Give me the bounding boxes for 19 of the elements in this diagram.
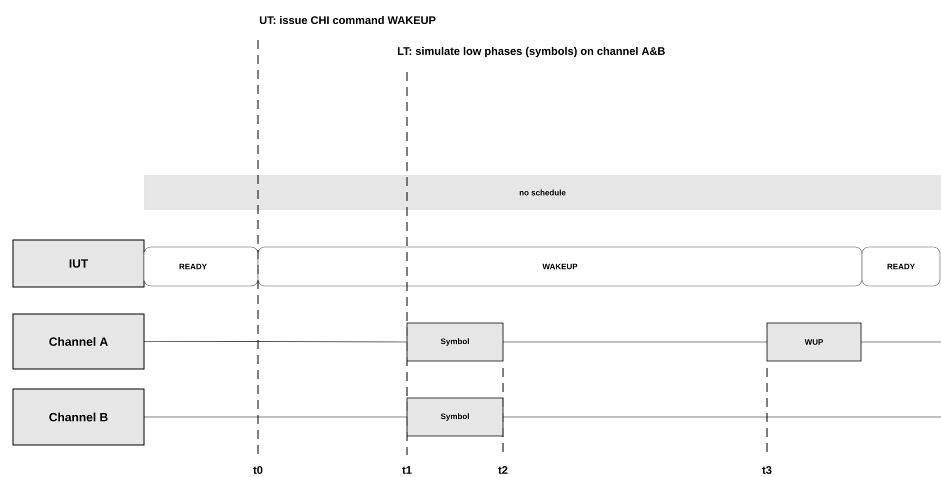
time-label: t2 <box>498 466 508 474</box>
signal-line <box>144 416 408 418</box>
signal-line <box>144 341 408 342</box>
state-band: READY <box>862 246 940 286</box>
pulse-box: WUP <box>766 322 862 362</box>
signal-name-box: Channel A <box>12 314 144 370</box>
state-band: READY <box>144 246 258 286</box>
time-label: t0 <box>253 466 262 474</box>
annotation-text: LT: simulate low phases (symbols) on channel A&B <box>398 46 665 58</box>
pulse-box: Symbol <box>406 398 504 436</box>
time-label: t1 <box>402 466 412 474</box>
signal-line <box>502 416 941 418</box>
annotation-text: UT: issue CHI command WAKEUP <box>260 16 436 24</box>
time-label: t3 <box>762 466 772 474</box>
pulse-box: Symbol <box>406 322 504 362</box>
schedule-band: no schedule <box>144 175 941 210</box>
signal-name-box: Channel B <box>12 388 144 446</box>
state-band: WAKEUP <box>258 246 862 286</box>
signal-name-box: IUT <box>12 240 144 288</box>
